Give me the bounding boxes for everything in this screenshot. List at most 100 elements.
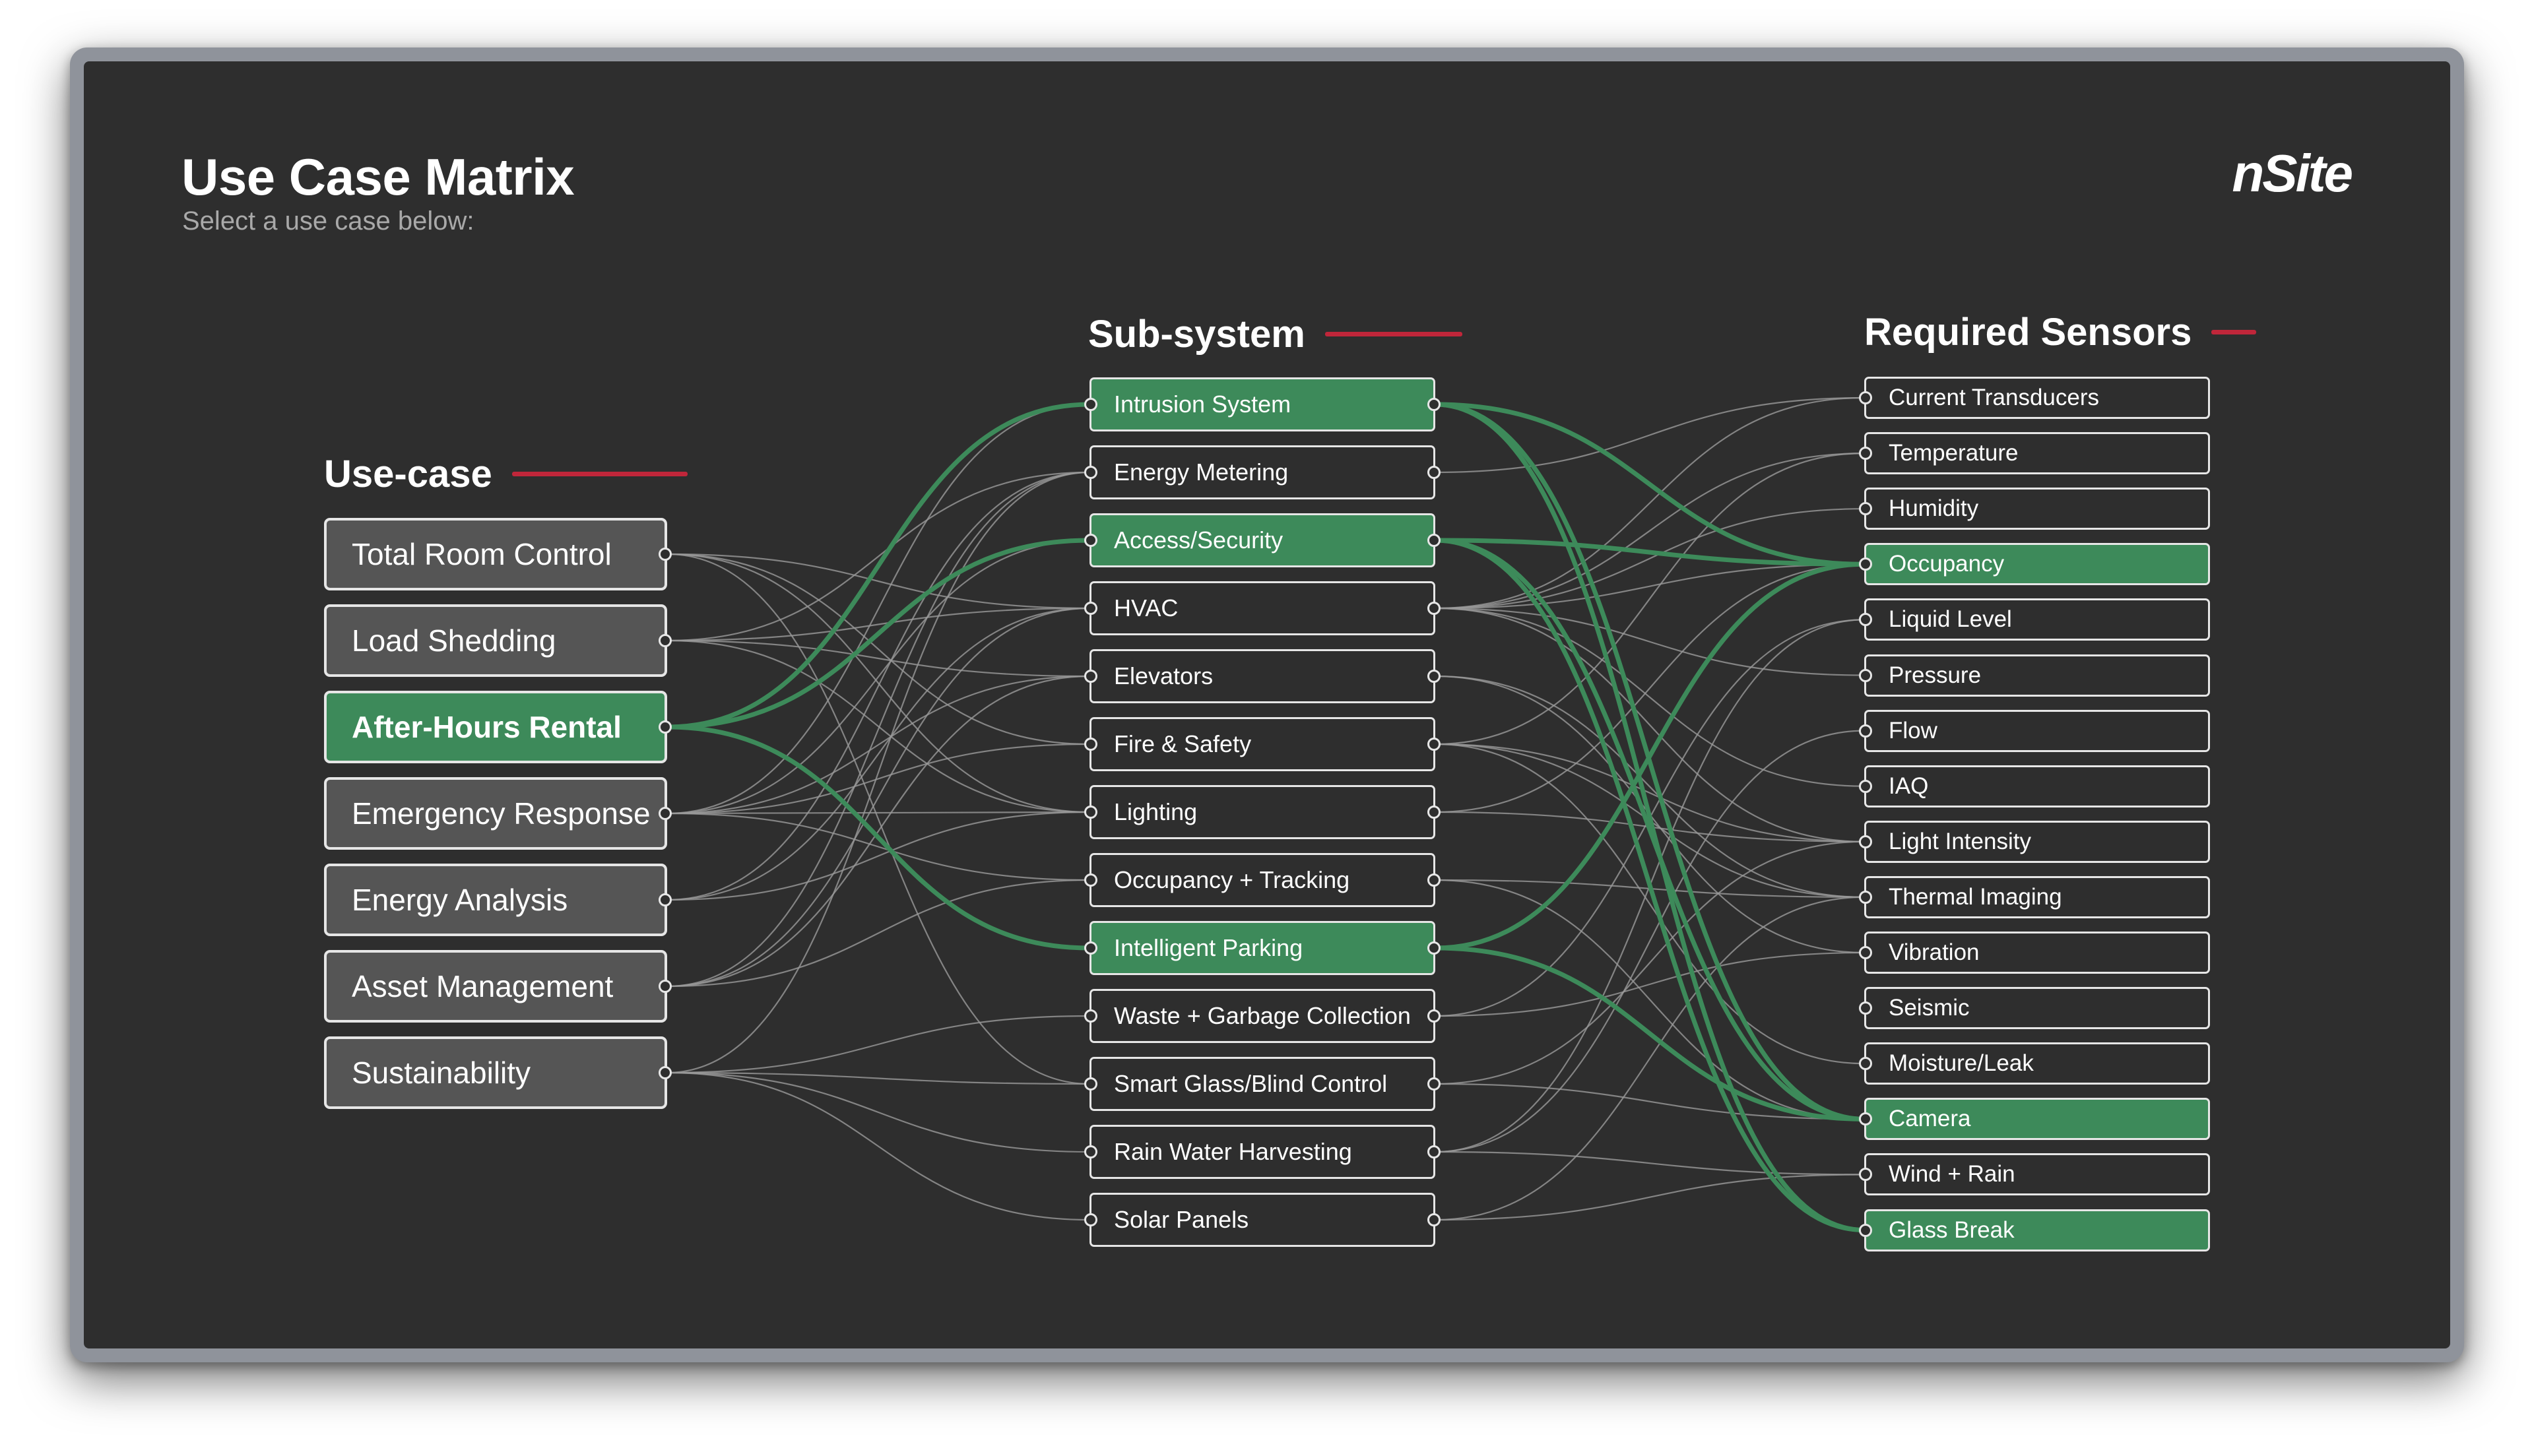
usecase-button-asset-management[interactable]: Asset Management	[324, 950, 672, 1023]
link-line	[1435, 453, 1865, 610]
subsystem-item-occupancy-tracking[interactable]: Occupancy + Tracking	[1084, 853, 1441, 907]
sensor-item-label: Temperature	[1889, 440, 2019, 466]
connector-port	[1427, 466, 1441, 479]
link-line	[666, 471, 1090, 901]
usecase-button-after-hours-rental[interactable]: After-Hours Rental	[324, 691, 672, 763]
connector-port	[1084, 670, 1097, 683]
sensor-item-temperature[interactable]: Temperature	[1859, 432, 2210, 475]
subsystem-item-rain-water-harvesting[interactable]: Rain Water Harvesting	[1084, 1125, 1441, 1179]
link-line	[1435, 508, 1865, 610]
sensor-item-seismic[interactable]: Seismic	[1859, 987, 2210, 1030]
connector-port	[659, 1066, 672, 1079]
subsystem-item-label: Energy Metering	[1114, 459, 1289, 486]
subsystem-item-intelligent-parking[interactable]: Intelligent Parking	[1084, 921, 1441, 975]
sensors-column-title: Required Sensors	[1864, 311, 2192, 354]
connector-port	[1859, 502, 1872, 516]
link-line	[1435, 453, 1865, 745]
subsystem-column-title: Sub-system	[1088, 313, 1305, 356]
sensor-item-glass-break[interactable]: Glass Break	[1859, 1209, 2210, 1251]
link-line	[1435, 840, 1865, 1085]
usecase-button-label: After-Hours Rental	[352, 710, 622, 744]
link-line	[1435, 1083, 1865, 1120]
subsystem-item-smart-glass-blind-control[interactable]: Smart Glass/Blind Control	[1084, 1057, 1441, 1111]
sensor-item-light-intensity[interactable]: Light Intensity	[1859, 820, 2210, 863]
subsystem-item-access-security[interactable]: Access/Security	[1084, 513, 1441, 567]
sensor-item-liquid-level[interactable]: Liquid Level	[1859, 598, 2210, 641]
usecase-button-emergency-response[interactable]: Emergency Response	[324, 777, 672, 850]
usecase-button-label: Load Shedding	[352, 623, 556, 658]
connector-port	[1859, 835, 1872, 848]
subsystem-item-label: Waste + Garbage Collection	[1114, 1002, 1411, 1029]
usecase-button-sustainability[interactable]: Sustainability	[324, 1036, 672, 1109]
link-line	[666, 1071, 1090, 1153]
link-line	[1435, 1174, 1865, 1221]
link-line	[666, 1071, 1090, 1085]
active-link-line	[666, 402, 1090, 730]
link-line	[1435, 396, 1865, 610]
subsystem-item-label: Occupancy + Tracking	[1114, 866, 1350, 893]
link-line	[666, 553, 1090, 813]
sensor-item-vibration[interactable]: Vibration	[1859, 932, 2210, 974]
sensor-item-current-transducers[interactable]: Current Transducers	[1859, 377, 2210, 419]
sensor-item-occupancy[interactable]: Occupancy	[1859, 543, 2210, 586]
link-line	[1435, 675, 1865, 898]
connector-port	[1427, 602, 1441, 615]
sensor-item-flow[interactable]: Flow	[1859, 709, 2210, 752]
connector-port	[1859, 890, 1872, 904]
connector-port	[1859, 724, 1872, 738]
subsystem-item-fire-safety[interactable]: Fire & Safety	[1084, 717, 1441, 771]
connector-port	[1084, 738, 1097, 751]
usecase-button-label: Asset Management	[352, 969, 614, 1003]
active-link-line	[1435, 402, 1865, 1232]
connector-port	[659, 548, 672, 561]
link-line	[666, 675, 1090, 988]
active-link-line	[666, 724, 1090, 951]
link-line	[1435, 619, 1865, 1153]
connector-port	[1859, 447, 1872, 460]
subsystem-item-energy-metering[interactable]: Energy Metering	[1084, 445, 1441, 499]
usecase-button-total-room-control[interactable]: Total Room Control	[324, 518, 672, 590]
sensor-item-thermal-imaging[interactable]: Thermal Imaging	[1859, 875, 2210, 918]
connector-port	[659, 893, 672, 906]
sensor-item-iaq[interactable]: IAQ	[1859, 765, 2210, 807]
connector-port	[1859, 1168, 1872, 1182]
subsystem-item-solar-panels[interactable]: Solar Panels	[1084, 1193, 1441, 1247]
subsystem-item-lighting[interactable]: Lighting	[1084, 785, 1441, 839]
link-line	[666, 811, 1090, 901]
active-link-line	[1435, 561, 1865, 951]
sensor-item-humidity[interactable]: Humidity	[1859, 488, 2210, 530]
sensor-item-camera[interactable]: Camera	[1859, 1098, 2210, 1141]
sensor-item-moisture-leak[interactable]: Moisture/Leak	[1859, 1042, 2210, 1085]
usecase-button-load-shedding[interactable]: Load Shedding	[324, 604, 672, 677]
connector-port	[1084, 873, 1097, 887]
usecase-button-energy-analysis[interactable]: Energy Analysis	[324, 864, 672, 936]
header-accent-rule	[2211, 330, 2257, 334]
sensor-item-label: Thermal Imaging	[1889, 883, 2062, 910]
subsystem-item-label: Solar Panels	[1114, 1206, 1249, 1233]
sensor-item-pressure[interactable]: Pressure	[1859, 654, 2210, 697]
link-line	[1435, 743, 1865, 1065]
subsystem-item-waste-garbage-collection[interactable]: Waste + Garbage Collection	[1084, 989, 1441, 1043]
usecase-button-label: Energy Analysis	[352, 883, 568, 917]
sensor-item-label: Humidity	[1889, 495, 1979, 522]
subsystem-item-label: Intrusion System	[1114, 391, 1291, 418]
sensor-item-wind-rain[interactable]: Wind + Rain	[1859, 1153, 2210, 1196]
active-link-line	[1435, 945, 1865, 1122]
subsystem-item-hvac[interactable]: HVAC	[1084, 581, 1441, 635]
connector-port	[1859, 1057, 1872, 1071]
subsystem-item-elevators[interactable]: Elevators	[1084, 649, 1441, 703]
sensors-column-header: Required Sensors	[1864, 310, 2257, 354]
subsystem-item-intrusion-system[interactable]: Intrusion System	[1084, 377, 1441, 431]
connector-port	[659, 634, 672, 647]
connector-port	[1859, 668, 1872, 682]
connector-port	[1859, 557, 1872, 571]
subsystem-item-label: HVAC	[1114, 594, 1179, 621]
connector-port	[1084, 1213, 1097, 1226]
link-line	[666, 607, 1090, 988]
link-line	[666, 879, 1090, 988]
link-line	[1435, 743, 1865, 898]
connector-port	[1084, 466, 1097, 479]
usecase-button-label: Sustainability	[352, 1056, 531, 1090]
link-line	[666, 471, 1090, 988]
active-link-line	[1435, 538, 1865, 1232]
